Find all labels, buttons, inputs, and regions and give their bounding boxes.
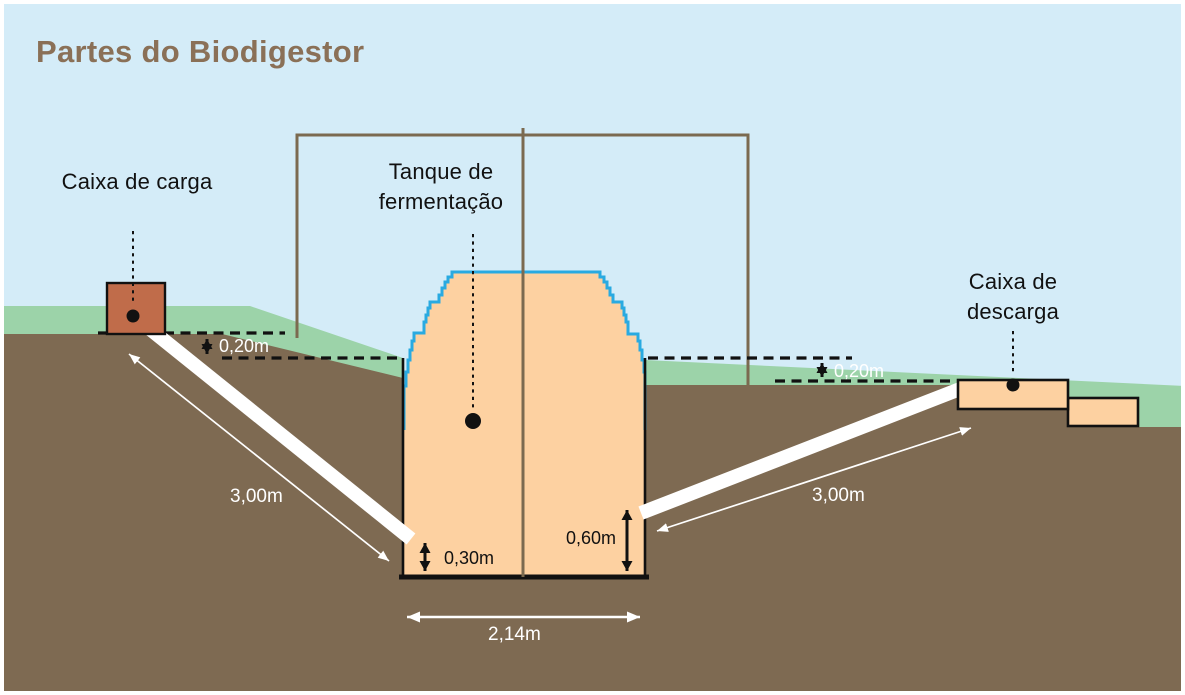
label-discharge-box: Caixa de descarga [966,269,1060,324]
diagram-title: Partes do Biodigestor [36,34,365,69]
discharge-box-lower [1066,396,1140,428]
measurement-inlet-height: 0,30m [444,548,495,568]
pointer-dot-tank [465,413,481,429]
measurement-depth-left: 0,20m [219,336,270,356]
measurement-tank-width: 2,14m [488,624,541,645]
measurement-outlet-height: 0,60m [566,528,617,548]
arrow-outlet-pipe-length [656,427,972,532]
measurement-outlet-pipe-length: 3,00m [812,485,865,506]
pointer-dot-load-box [126,309,140,323]
label-fermentation-tank: Tanque de fermentação [378,159,504,214]
measurement-inlet-pipe-length: 3,00m [230,486,283,507]
arrow-inlet-pipe-length [128,353,390,562]
load-box-shape [105,281,167,336]
label-load-box: Caixa de carga [61,169,213,194]
pointer-dot-discharge-box [1006,378,1020,392]
fermentation-tank-outline [402,270,647,430]
measurement-depth-right: 0,20m [834,361,885,381]
